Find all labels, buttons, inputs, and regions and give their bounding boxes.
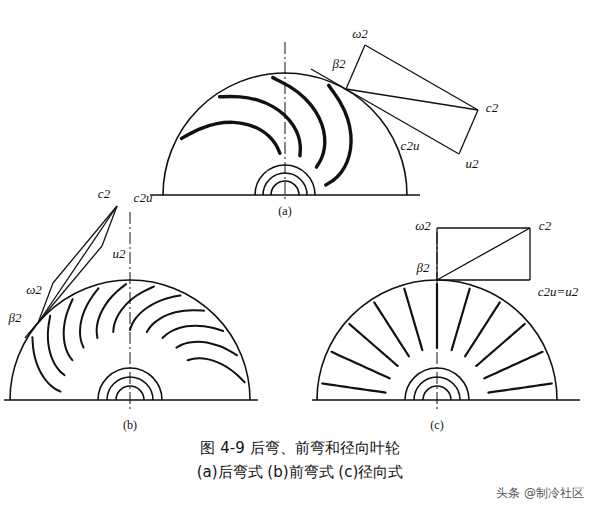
impeller-blade	[404, 289, 422, 350]
base-line	[150, 194, 420, 196]
figure-caption: 图 4-9 后弯、前弯和径向叶轮	[200, 440, 399, 457]
impeller-blade	[147, 310, 204, 332]
hub	[405, 368, 469, 400]
velocity-symbol: ω2	[26, 283, 42, 297]
angle-symbol: β2	[333, 57, 346, 71]
impeller-blade	[484, 352, 542, 379]
figure-tag: (c)	[430, 419, 443, 432]
axis-line	[130, 212, 131, 410]
figure-tag: (b)	[123, 419, 137, 432]
impeller-blade	[64, 299, 73, 360]
impeller-blade	[322, 383, 385, 392]
subcaption: (a)后弯式 (b)前弯式 (c)径向式	[197, 464, 404, 481]
hub	[98, 368, 162, 400]
angle-symbol: β2	[9, 311, 22, 325]
impeller-blade	[452, 289, 470, 350]
impeller-blade	[176, 342, 237, 355]
impeller-blade	[331, 352, 389, 379]
axis-line	[285, 42, 286, 200]
impeller-blade	[188, 358, 245, 382]
impeller-blade	[97, 284, 126, 338]
blade-group	[32, 284, 244, 391]
base-line	[312, 399, 580, 401]
hub	[255, 165, 315, 195]
velocity-triangle	[437, 228, 530, 280]
impeller-blade	[181, 122, 279, 153]
velocity-symbol: u2	[466, 157, 479, 171]
impeller-blade	[465, 302, 500, 356]
velocity-symbol: c2u=u2	[538, 285, 579, 299]
velocity-symbol: c2u	[401, 139, 420, 153]
velocity-symbol: c2	[486, 101, 498, 115]
impeller-blade	[476, 324, 524, 366]
impeller-blade	[32, 337, 60, 391]
angle-symbol: β2	[417, 261, 430, 275]
impeller-blade	[163, 326, 224, 338]
impeller-blade	[326, 85, 351, 185]
velocity-symbol: u2	[113, 247, 126, 261]
velocity-triangle	[25, 206, 117, 338]
impeller-blade	[130, 296, 180, 330]
velocity-symbol: c2	[98, 187, 110, 201]
impeller-blade	[220, 97, 301, 156]
blade-group	[322, 284, 552, 393]
figure-tag: (a)	[278, 205, 291, 218]
velocity-triangle	[311, 45, 478, 154]
impeller-blade	[80, 288, 98, 347]
velocity-symbol: ω2	[415, 219, 431, 233]
blade-group	[181, 78, 351, 185]
impeller-blade	[113, 287, 154, 333]
velocity-symbol: ω2	[352, 27, 368, 41]
watermark: 头条 @制冷社区	[493, 486, 587, 501]
impeller-blade	[374, 302, 409, 356]
impeller-blade	[349, 324, 397, 366]
velocity-symbol: c2u	[134, 191, 153, 205]
impeller-blade	[436, 284, 438, 348]
velocity-symbol: c2	[539, 219, 551, 233]
base-line	[4, 399, 258, 401]
impeller-blade	[488, 383, 551, 392]
impeller-blade	[48, 316, 65, 375]
